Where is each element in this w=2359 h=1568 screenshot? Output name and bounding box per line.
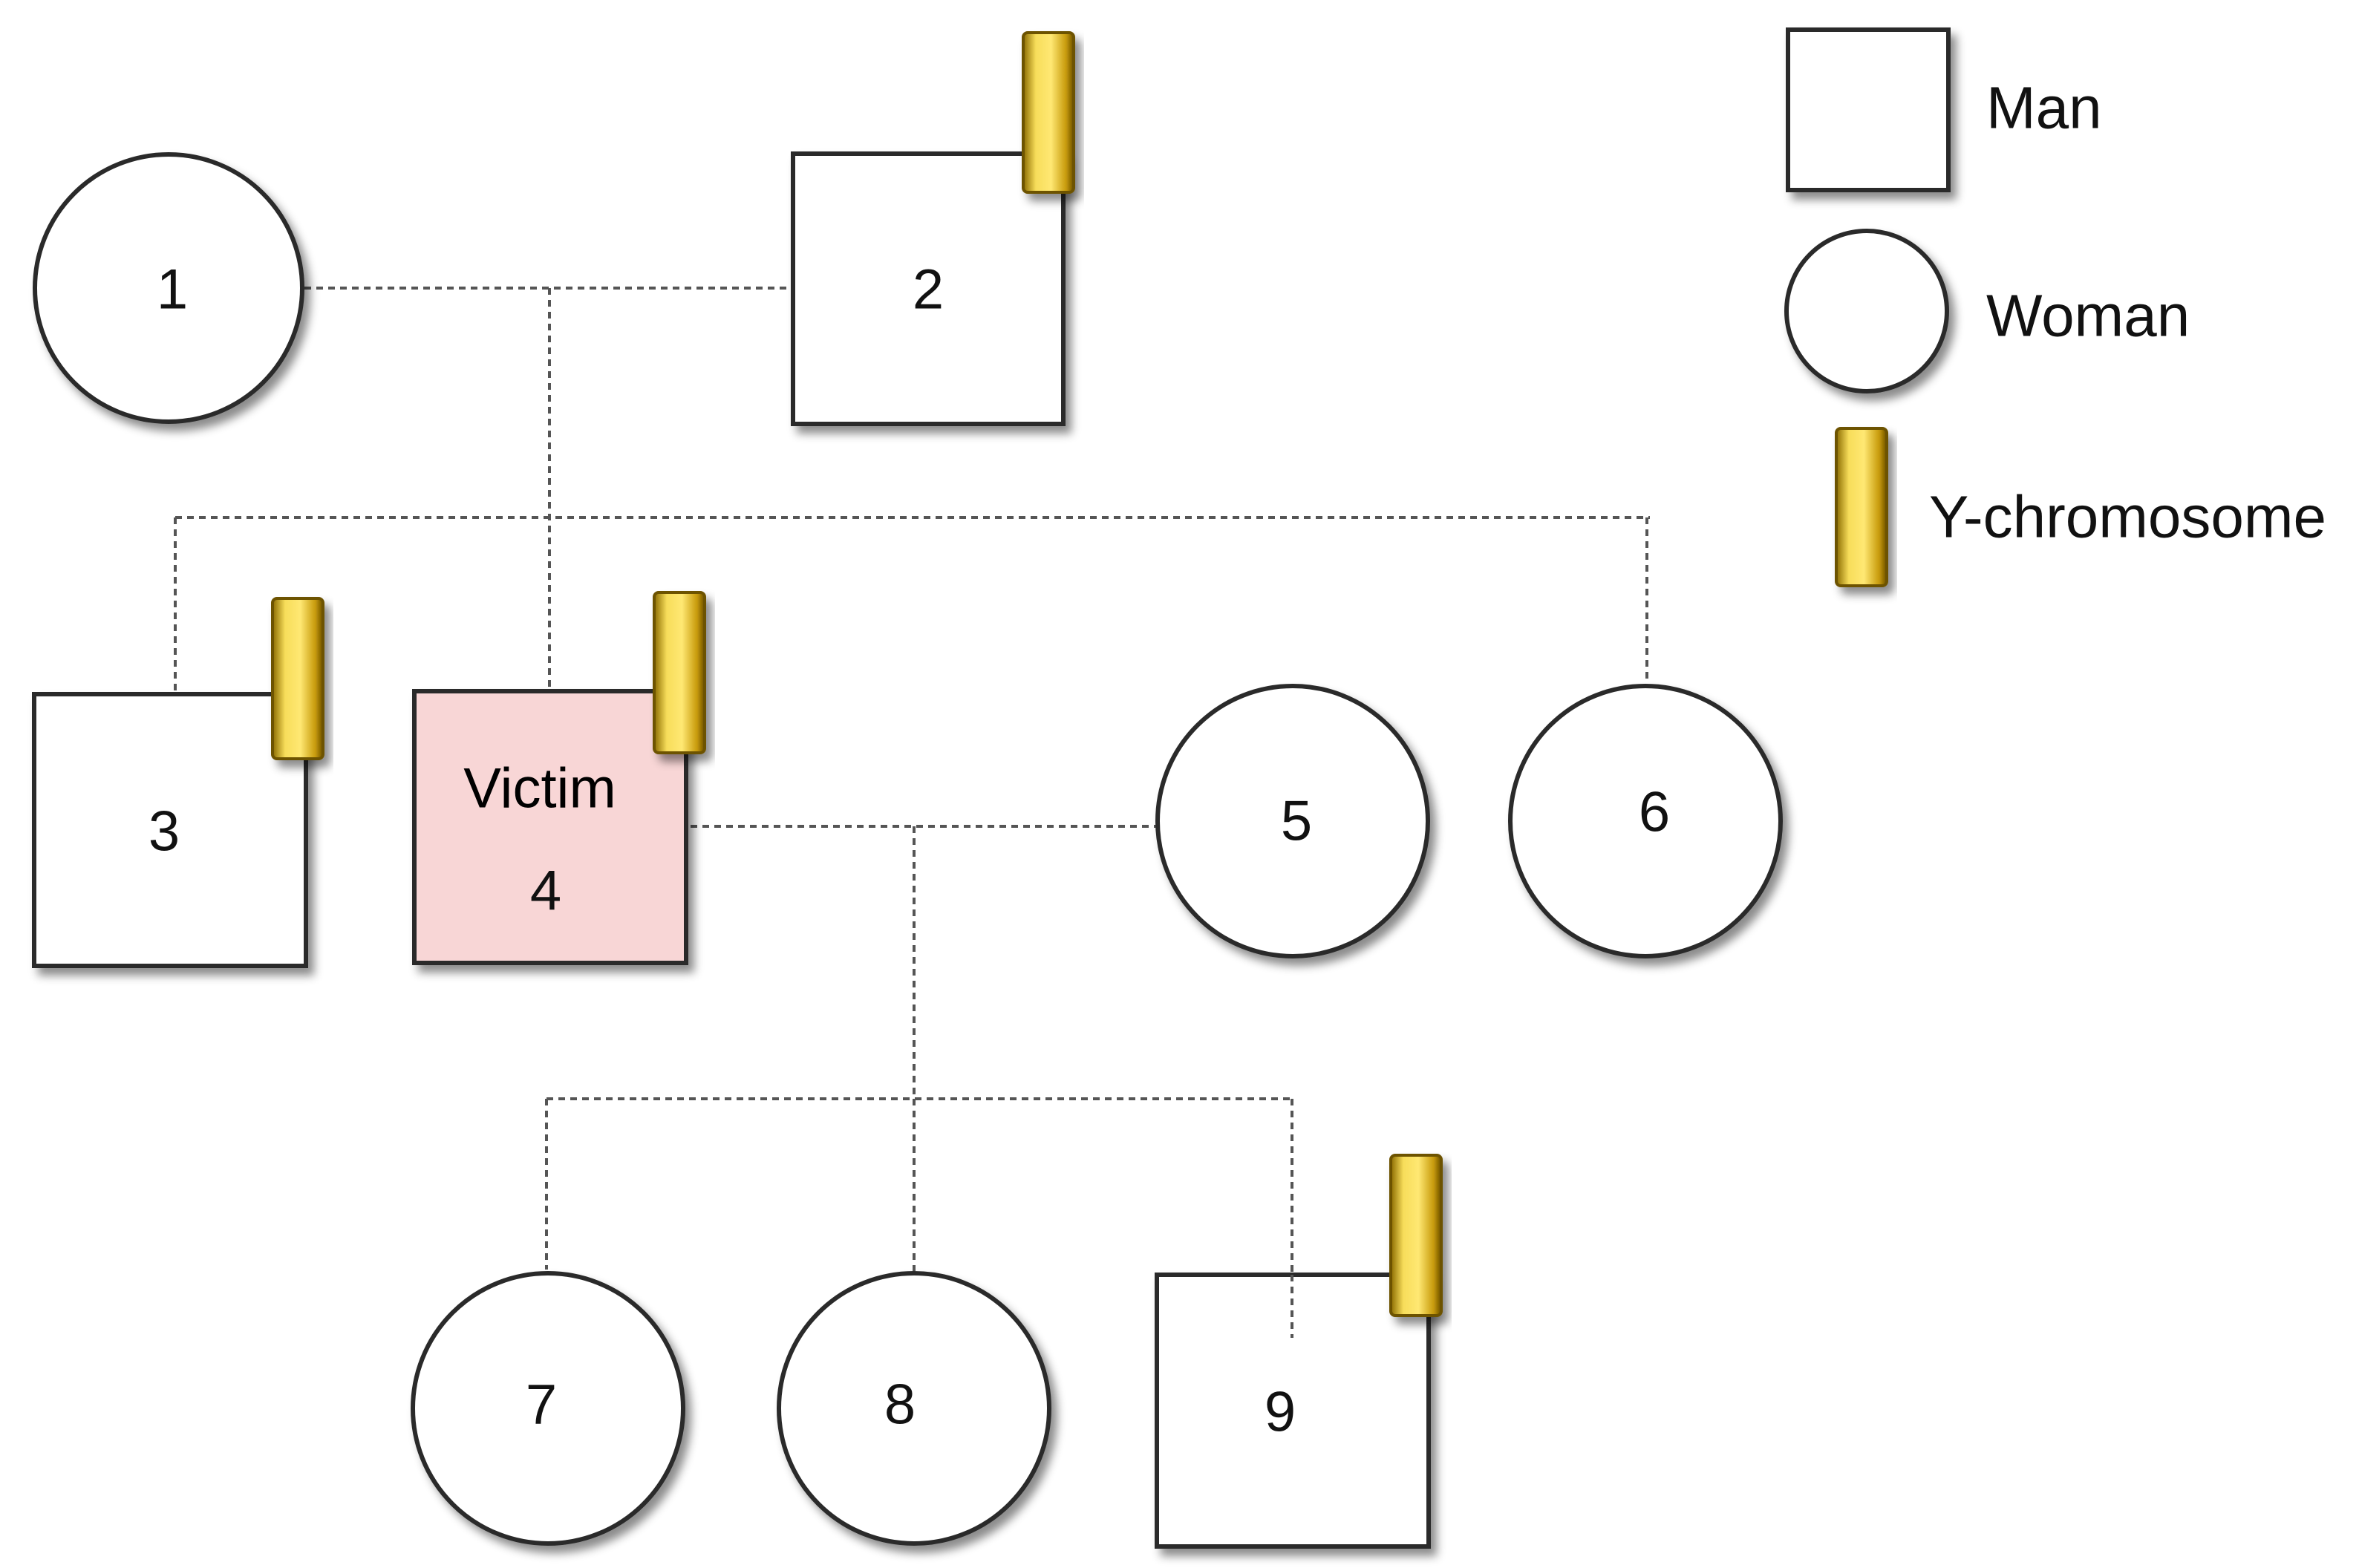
person-9-label: 9 [1265,1381,1296,1444]
person-6: 6 [1508,684,1783,958]
legend-woman-label: Woman [1986,283,2190,349]
person-1: 1 [33,152,304,424]
person-2: 2 [791,31,1075,426]
legend: Man Woman Y-chromosome [1784,27,2326,587]
person-2-label: 2 [913,258,944,321]
person-7-label: 7 [526,1373,557,1437]
y-chromosome-icon [1389,1154,1443,1317]
person-7: 7 [411,1271,685,1546]
person-3-label: 3 [149,800,180,863]
y-chromosome-icon [1835,427,1888,587]
person-5: 5 [1155,684,1430,958]
person-6-label: 6 [1639,781,1670,844]
person-8: 8 [777,1271,1051,1546]
woman-symbol-icon [1784,229,1949,393]
person-4-victim: Victim 4 [412,591,706,965]
legend-man: Man [1786,27,2102,192]
legend-y-chromosome-label: Y-chromosome [1929,484,2326,550]
person-5-label: 5 [1281,790,1312,853]
person-9: 9 [1155,1154,1443,1549]
victim-box [412,689,688,965]
person-4-label: 4 [530,860,561,923]
person-3: 3 [32,597,324,968]
person-1-label: 1 [157,258,188,321]
legend-y-chromosome: Y-chromosome [1835,427,2326,587]
legend-man-label: Man [1986,75,2102,141]
legend-woman: Woman [1784,229,2190,393]
man-symbol-icon [1786,27,1951,192]
y-chromosome-icon [271,597,324,760]
y-chromosome-icon [653,591,706,754]
connector-lines [174,287,1650,1338]
victim-label: Victim [463,757,616,820]
y-chromosome-icon [1022,31,1075,194]
person-8-label: 8 [884,1373,916,1437]
